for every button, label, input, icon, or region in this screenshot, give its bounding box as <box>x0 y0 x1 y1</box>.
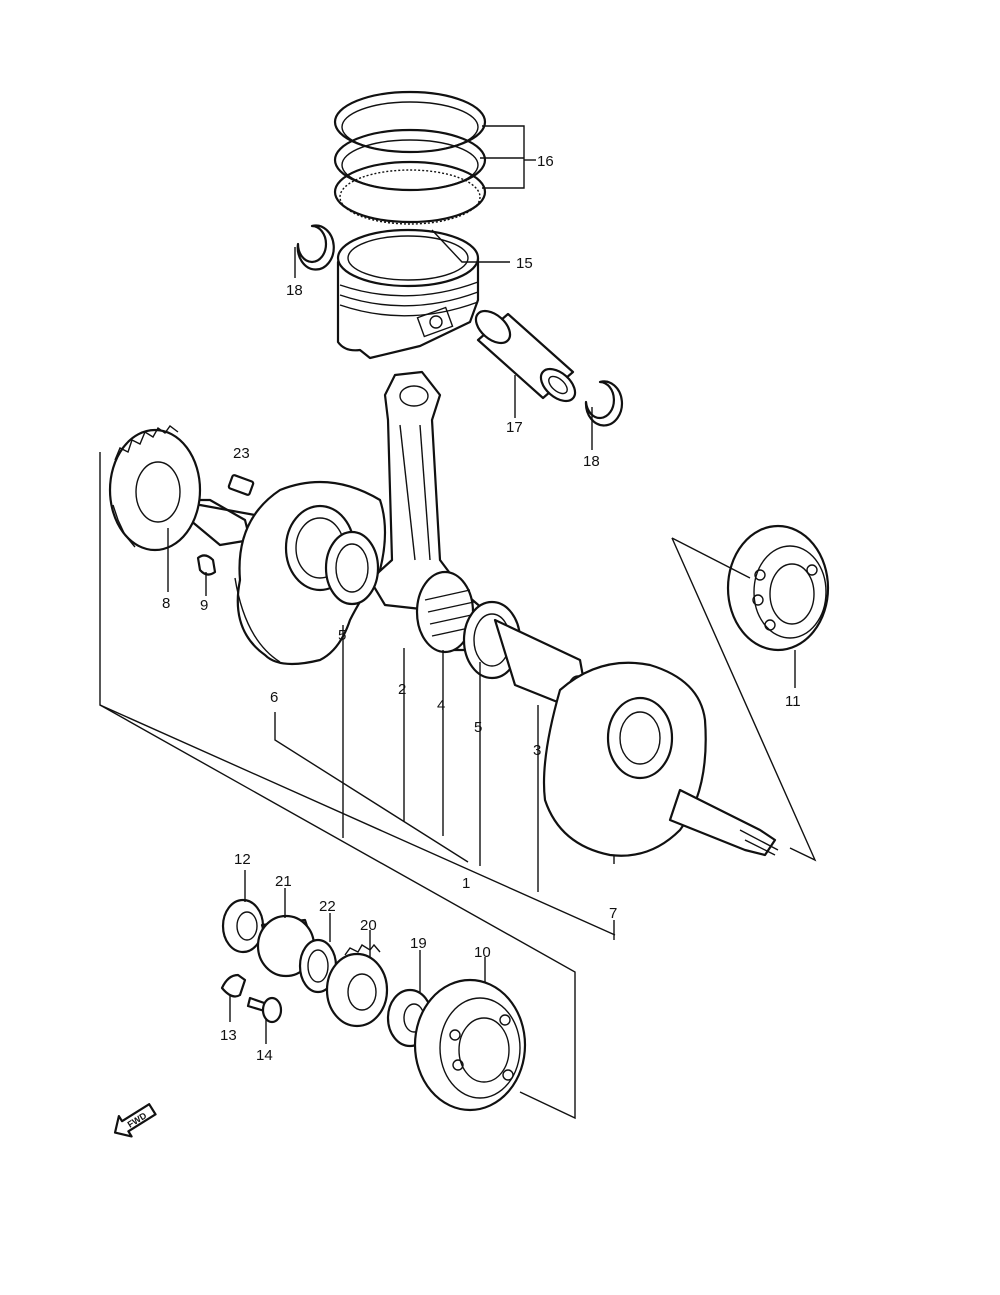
bearing-10 <box>413 978 527 1112</box>
callout-18-right: 18 <box>583 453 600 470</box>
lock-washer-13 <box>220 973 247 998</box>
callout-20: 20 <box>360 917 377 934</box>
callout-5-left: 5 <box>338 627 346 644</box>
callout-23: 23 <box>233 445 250 462</box>
callout-18-left: 18 <box>286 282 303 299</box>
leader-lines <box>99 125 817 1120</box>
callout-10: 10 <box>474 944 491 961</box>
callout-5-right: 5 <box>474 719 482 736</box>
circlip-right <box>584 380 624 427</box>
callout-22: 22 <box>319 898 336 915</box>
callout-2: 2 <box>398 681 406 698</box>
piston-rings <box>333 90 487 225</box>
key-9 <box>196 554 217 576</box>
callout-3: 3 <box>533 742 541 759</box>
callout-9: 9 <box>200 597 208 614</box>
callout-14: 14 <box>256 1047 273 1064</box>
callout-15: 15 <box>516 255 533 272</box>
callout-6: 6 <box>270 689 278 706</box>
callout-13: 13 <box>220 1027 237 1044</box>
fwd-arrow-icon: FWD <box>113 1103 157 1138</box>
woodruff-key-23 <box>227 474 255 496</box>
circlip-left <box>296 224 335 271</box>
gear-20 <box>325 943 389 1028</box>
bolt-14 <box>246 996 283 1024</box>
piston <box>336 228 480 360</box>
callout-11: 11 <box>785 693 801 710</box>
callout-12: 12 <box>234 851 251 868</box>
callout-1: 1 <box>462 875 470 892</box>
primary-drive-gear <box>108 425 202 552</box>
callout-17: 17 <box>506 419 523 436</box>
piston-pin <box>474 309 577 403</box>
callout-21: 21 <box>275 873 292 890</box>
callout-7: 7 <box>609 905 617 922</box>
callout-labels: 16 15 18 17 18 23 8 9 5 6 2 4 5 3 11 1 7… <box>162 153 801 1064</box>
callout-16: 16 <box>537 153 554 170</box>
callout-4: 4 <box>437 697 445 714</box>
thrust-washer-left <box>324 530 380 606</box>
crank-web-right <box>542 661 779 857</box>
callout-19: 19 <box>410 935 427 952</box>
callout-8: 8 <box>162 595 170 612</box>
crank-bearing-right <box>726 524 830 652</box>
